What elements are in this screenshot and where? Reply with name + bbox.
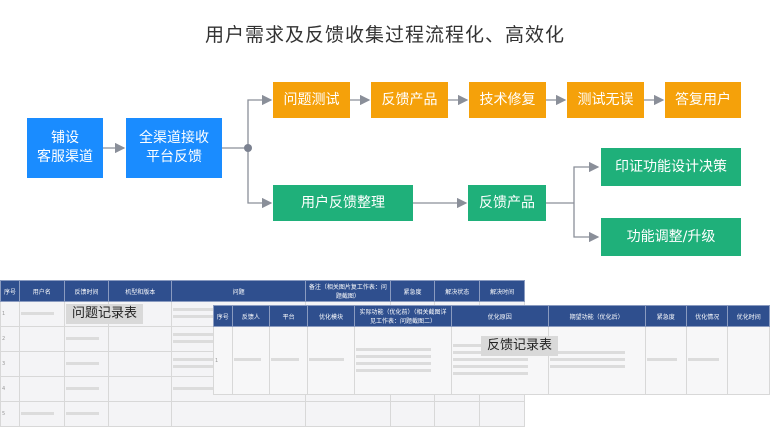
feedback-table-header-row: 序号 反馈人 平台 优化模块 实际功能（优化前）（相关截图详见工作表：问题截图二… <box>213 305 770 327</box>
issue-table-header-row: 序号 用户名 反馈时间 机型和版本 问题 备注（相关图片复工作表：问题截图） 紧… <box>0 280 525 302</box>
issue-header-cell: 备注（相关图片复工作表：问题截图） <box>305 280 391 302</box>
issue-header-cell: 紧急度 <box>389 280 436 302</box>
node-platform: 全渠道接收 平台反馈 <box>126 118 222 178</box>
feedback-header-cell: 期望功能（优化后） <box>547 305 646 327</box>
node-organize: 用户反馈整理 <box>273 185 413 221</box>
row-number: 3 <box>0 351 20 377</box>
row-number: 1 <box>213 326 233 395</box>
node-verify-design: 印证功能设计决策 <box>601 148 741 186</box>
feedback-header-cell: 反馈人 <box>231 305 271 327</box>
arrow-to-verify <box>573 161 600 203</box>
connector-lines <box>103 94 665 243</box>
table-row: 5 <box>0 401 525 427</box>
feedback-header-cell: 优化模块 <box>306 305 356 327</box>
node-test-ok: 测试无误 <box>567 82 644 118</box>
issue-header-cell: 解决状态 <box>434 280 481 302</box>
row-number: 5 <box>0 401 20 427</box>
feedback-header-cell: 实际功能（优化前）（相关截图详见工作表：问题截图二） <box>354 305 452 327</box>
issue-table-label: 问题记录表 <box>66 304 144 324</box>
junction-dot <box>244 144 252 152</box>
issue-header-cell: 序号 <box>0 280 20 302</box>
feedback-header-cell: 优化原因 <box>450 305 549 327</box>
issue-header-cell: 机型和版本 <box>108 280 173 302</box>
node-feedback-product-1: 反馈产品 <box>371 82 448 118</box>
feedback-header-cell: 平台 <box>269 305 308 327</box>
arrow-junction-to-organize <box>247 148 273 209</box>
row-number: 2 <box>0 326 20 352</box>
issue-header-cell: 用户名 <box>18 280 65 302</box>
node-reply-user: 答复用户 <box>665 82 741 118</box>
table-row: 1 <box>213 326 770 395</box>
node-channel: 铺设 客服渠道 <box>27 118 103 178</box>
issue-header-cell: 问题 <box>171 280 307 302</box>
node-tech-fix: 技术修复 <box>469 82 546 118</box>
issue-header-cell: 反馈时间 <box>63 280 110 302</box>
row-number: 4 <box>0 376 20 402</box>
feedback-header-cell: 紧急度 <box>644 305 688 327</box>
node-feedback-product-2: 反馈产品 <box>468 185 546 221</box>
node-adjust-upgrade: 功能调整/升级 <box>601 218 741 256</box>
issue-header-cell: 解决时间 <box>479 280 525 302</box>
diagram-title: 用户需求及反馈收集过程流程化、高效化 <box>204 24 565 46</box>
row-number: 1 <box>0 301 20 327</box>
arrow-to-adjust <box>573 203 600 243</box>
node-issue-test: 问题测试 <box>273 82 350 118</box>
feedback-table-label: 反馈记录表 <box>481 336 559 356</box>
feedback-header-cell: 序号 <box>213 305 233 327</box>
feedback-header-cell: 优化时间 <box>727 305 770 327</box>
feedback-header-cell: 优化情况 <box>686 305 729 327</box>
arrow-junction-to-issue-test <box>247 94 273 148</box>
